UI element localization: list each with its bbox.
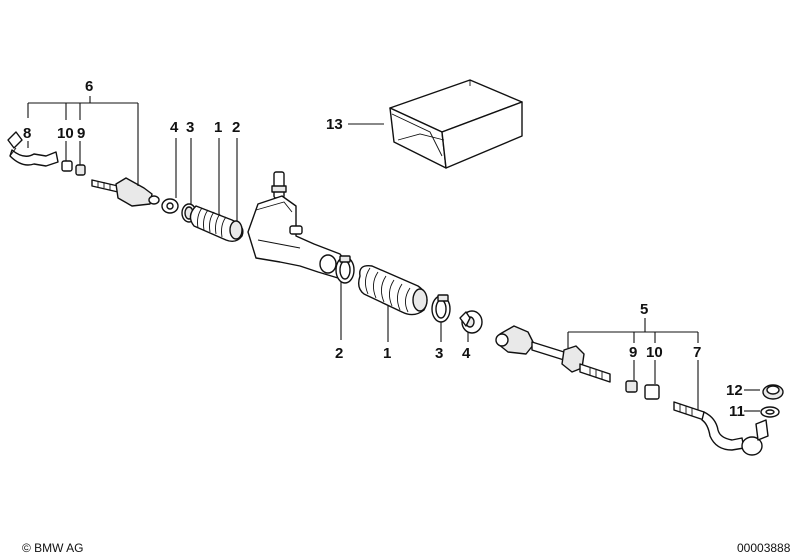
callout-3-top: 3 (186, 119, 194, 136)
callout-10-right: 10 (646, 344, 663, 361)
copyright-label: © BMW AG (22, 541, 84, 555)
steering-gear-housing (247, 171, 347, 279)
callout-10-left: 10 (57, 125, 74, 142)
part-9-nut-right (625, 380, 638, 393)
callout-8: 8 (23, 125, 31, 142)
callout-2-bottom: 2 (335, 345, 343, 362)
part-9-nut-left (75, 164, 86, 176)
callout-3-bottom: 3 (435, 345, 443, 362)
callout-9-right: 9 (629, 344, 637, 361)
callout-13: 13 (326, 116, 343, 133)
bracket-6 (27, 96, 139, 186)
drawing-number: 00003888 (737, 541, 791, 555)
part-4-washer-left (161, 198, 179, 214)
callout-4-bottom: 4 (462, 345, 471, 362)
part-3-clamp-right (431, 294, 451, 323)
part-8-tie-rod-end-left (7, 131, 59, 167)
part-13-kit-box (389, 79, 523, 169)
part-1-bellows-right (357, 265, 428, 316)
callout-2-top: 2 (232, 119, 240, 136)
callout-11: 11 (729, 403, 745, 420)
callout-1-top: 1 (214, 119, 222, 136)
part-1-bellows-left (189, 205, 244, 243)
callout-5: 5 (640, 301, 648, 318)
part-10-sleeve-right (644, 384, 660, 400)
part-10-sleeve-left (61, 160, 73, 172)
part-4-washer-right (459, 310, 483, 334)
callout-12: 12 (726, 382, 743, 399)
callout-9-left: 9 (77, 125, 85, 142)
callout-4-top: 4 (170, 119, 179, 136)
callout-1-bottom: 1 (383, 345, 391, 362)
bracket-5 (567, 318, 699, 410)
callout-7: 7 (693, 344, 701, 361)
part-6-inner-tie-rod-left (91, 177, 160, 207)
part-7-tie-rod-end-right (673, 401, 769, 456)
callout-6: 6 (85, 78, 93, 95)
part-5-inner-tie-rod-right (495, 325, 611, 383)
part-11-washer (760, 406, 780, 418)
part-12-nut (762, 384, 784, 400)
part-2-clamp-right (335, 255, 355, 284)
